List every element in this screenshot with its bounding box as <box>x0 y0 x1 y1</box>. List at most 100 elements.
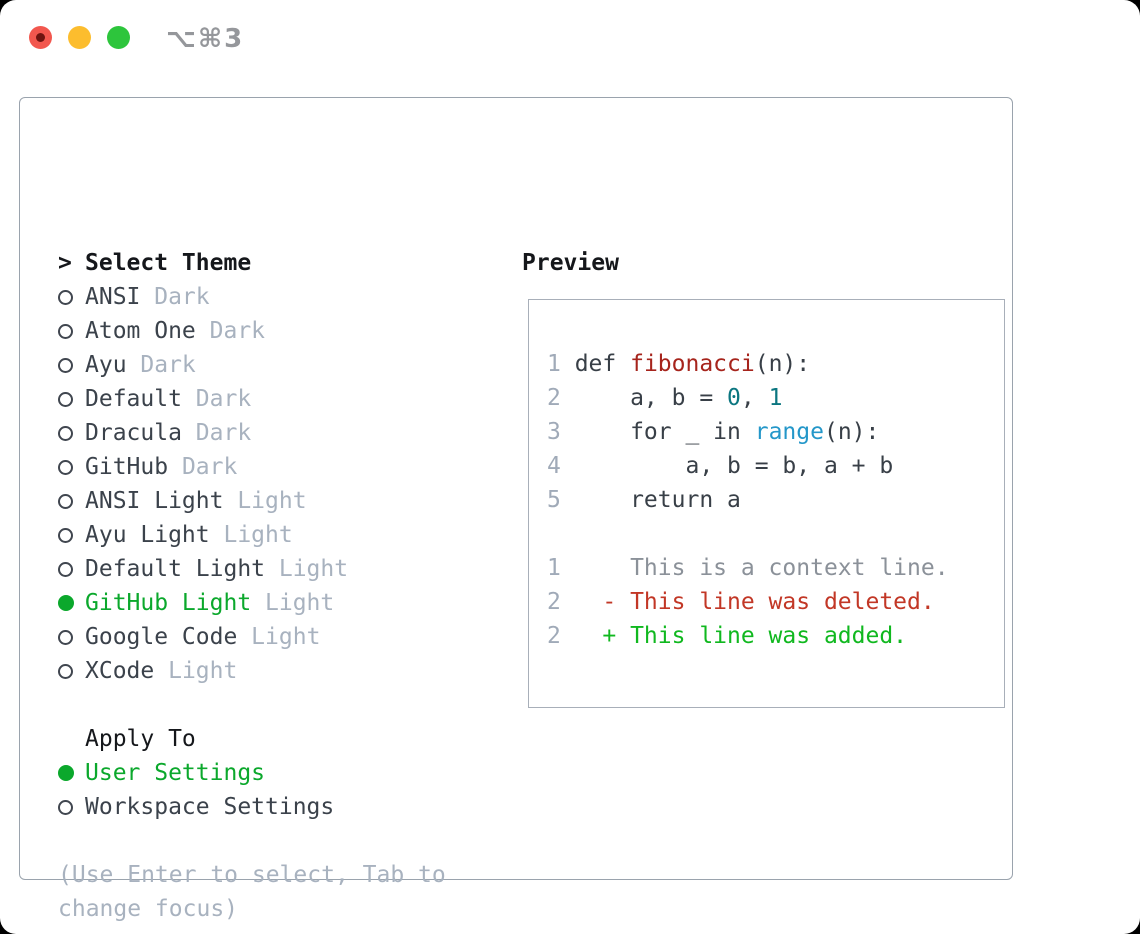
select-theme-header: > Select Theme <box>58 246 446 280</box>
radio-marker <box>58 799 85 815</box>
theme-option-github[interactable]: GitHub Dark <box>58 450 446 484</box>
radio-marker <box>58 595 85 611</box>
line-number: 1 <box>547 555 561 581</box>
hint-line: (Use Enter to select, Tab to <box>58 862 446 888</box>
code-token-plain: (n): <box>754 351 811 377</box>
code-token-func: fibonacci <box>630 351 755 377</box>
list-gap <box>58 688 446 722</box>
code-token-plain: a, b = <box>560 385 728 411</box>
theme-option-google-code[interactable]: Google Code Light <box>58 620 446 654</box>
select-theme-title: Select Theme <box>85 250 252 276</box>
theme-name: GitHub <box>85 454 169 480</box>
radio-marker <box>58 357 85 373</box>
apply-to-header: Apply To <box>58 722 446 756</box>
radio-icon <box>58 391 73 407</box>
zoom-button[interactable] <box>107 26 130 49</box>
theme-option-xcode[interactable]: XCode Light <box>58 654 446 688</box>
theme-name: Ayu <box>85 352 127 378</box>
theme-variant: Dark <box>195 318 266 344</box>
code-token-num: 1 <box>768 385 783 411</box>
hint-line: change focus) <box>58 896 239 922</box>
code-token-plain: , <box>740 385 769 411</box>
radio-marker <box>58 493 85 509</box>
line-number: 1 <box>547 351 561 377</box>
radio-marker <box>58 323 85 339</box>
code-token-plain: return a <box>560 487 741 513</box>
radio-selected-icon <box>58 765 74 781</box>
radio-icon <box>58 289 73 305</box>
theme-option-github-light[interactable]: GitHub Light Light <box>58 586 446 620</box>
radio-marker <box>58 391 85 407</box>
theme-variant: Dark <box>181 420 252 446</box>
radio-icon <box>58 527 73 543</box>
radio-icon <box>58 663 73 679</box>
theme-option-ansi[interactable]: ANSI Dark <box>58 280 446 314</box>
theme-option-ayu[interactable]: Ayu Dark <box>58 348 446 382</box>
apply-option-workspace-settings[interactable]: Workspace Settings <box>58 790 446 824</box>
theme-variant: Light <box>237 624 321 650</box>
code-line: 3 for _ in range(n): <box>547 415 1004 449</box>
theme-name: Default <box>85 386 182 412</box>
code-line: 2 a, b = 0, 1 <box>547 381 1004 415</box>
theme-name: Ayu Light <box>85 522 210 548</box>
code-line: 1 def fibonacci(n): <box>547 347 1004 381</box>
theme-variant: Light <box>209 522 293 548</box>
theme-option-dracula[interactable]: Dracula Dark <box>58 416 446 450</box>
list-gap <box>58 824 446 858</box>
apply-option-label: User Settings <box>85 760 266 786</box>
radio-icon <box>58 493 73 509</box>
minimize-button[interactable] <box>68 26 91 49</box>
blank-line <box>547 517 1004 551</box>
diff-added-line: 2 + This line was added. <box>547 619 1004 653</box>
theme-name: ANSI Light <box>85 488 224 514</box>
theme-name: ANSI <box>85 284 141 310</box>
code-token-plain: a, b = b, a + b <box>560 453 894 479</box>
titlebar-traffic-lights <box>29 26 130 49</box>
code-token-plain: for _ in <box>560 419 755 445</box>
theme-option-ansi-light[interactable]: ANSI Light Light <box>58 484 446 518</box>
code-line: 5 return a <box>547 483 1004 517</box>
radio-marker <box>58 561 85 577</box>
code-token-del: - This line was deleted. <box>560 589 935 615</box>
radio-icon <box>58 357 73 373</box>
prompt-caret-icon: > <box>58 250 72 276</box>
diff-deleted-line: 2 - This line was deleted. <box>547 585 1004 619</box>
theme-option-default-light[interactable]: Default Light Light <box>58 552 446 586</box>
keyboard-hint: (Use Enter to select, Tab to change focus… <box>58 858 446 926</box>
close-dot-icon <box>36 33 45 42</box>
radio-icon <box>58 799 73 815</box>
radio-marker <box>58 459 85 475</box>
radio-icon <box>58 629 73 645</box>
line-number: 4 <box>547 453 561 479</box>
theme-variant: Dark <box>140 284 210 310</box>
apply-to-title: Apply To <box>85 726 196 752</box>
theme-variant: Dark <box>168 454 238 480</box>
theme-name: GitHub Light <box>85 590 252 616</box>
theme-option-default[interactable]: Default Dark <box>58 382 446 416</box>
line-number: 2 <box>547 623 561 649</box>
code-token-plain: def <box>560 351 631 377</box>
close-button[interactable] <box>29 26 52 49</box>
diff-context-line: 1 This is a context line. <box>547 551 1004 585</box>
theme-option-atom-one[interactable]: Atom One Dark <box>58 314 446 348</box>
theme-variant: Light <box>154 658 238 684</box>
theme-variant: Light <box>265 556 349 582</box>
radio-marker <box>58 289 85 305</box>
line-number: 3 <box>547 419 561 445</box>
theme-variant: Dark <box>126 352 196 378</box>
code-token-ctx: This is a context line. <box>560 555 949 581</box>
theme-name: Dracula <box>85 420 182 446</box>
code-line: 4 a, b = b, a + b <box>547 449 1004 483</box>
theme-variant: Light <box>223 488 307 514</box>
radio-icon <box>58 323 73 339</box>
apply-option-user-settings[interactable]: User Settings <box>58 756 446 790</box>
radio-marker <box>58 527 85 543</box>
theme-variant: Dark <box>181 386 252 412</box>
theme-option-ayu-light[interactable]: Ayu Light Light <box>58 518 446 552</box>
